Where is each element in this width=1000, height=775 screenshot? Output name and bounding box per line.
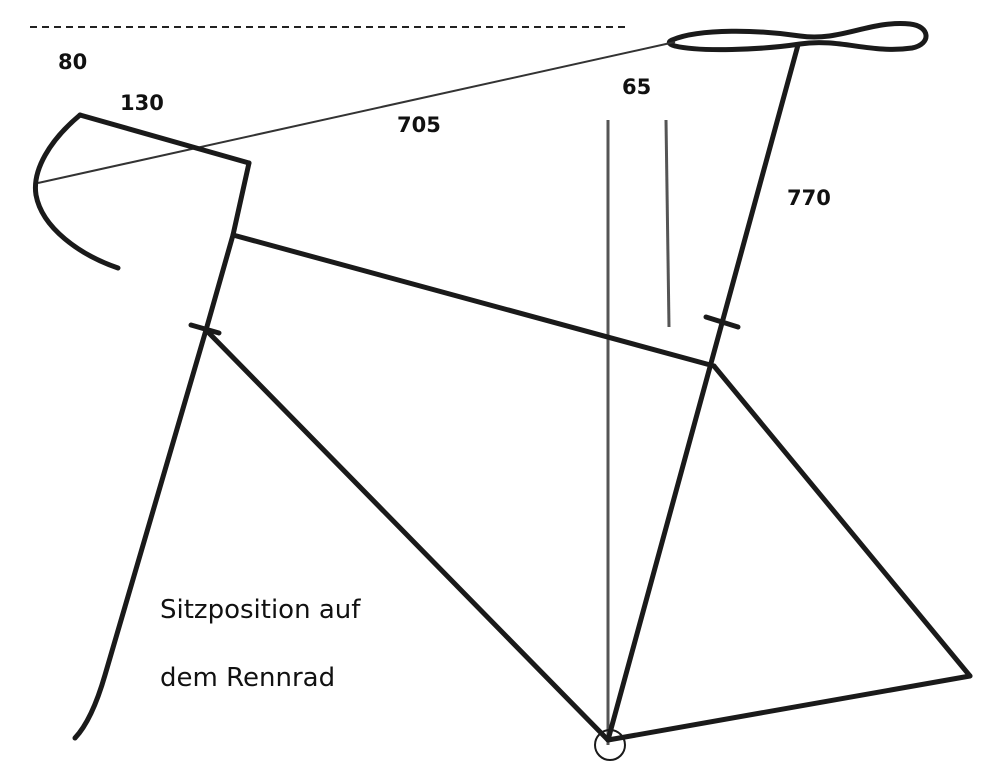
chain-stay xyxy=(605,673,973,743)
headset-tick xyxy=(188,322,222,336)
seat-tube xyxy=(605,42,801,743)
dimension-label-65: 65 xyxy=(622,75,651,99)
setback-plumb-line xyxy=(664,119,671,328)
seat-clamp-tick xyxy=(703,314,741,330)
seat-stay xyxy=(711,363,973,679)
dimension-label-770: 770 xyxy=(787,186,831,210)
saddle-to-bar-line xyxy=(37,41,676,184)
caption-line-1: Sitzposition auf xyxy=(160,595,361,625)
dimension-label-80: 80 xyxy=(58,50,87,74)
saddle xyxy=(666,21,929,53)
head-tube xyxy=(230,160,252,238)
fork xyxy=(72,232,236,741)
top-tube xyxy=(230,232,717,369)
stem xyxy=(77,112,252,166)
bottom-bracket xyxy=(594,729,626,761)
down-tube xyxy=(203,327,611,743)
handlebar xyxy=(32,112,121,271)
dimension-label-705: 705 xyxy=(397,113,441,137)
dimension-label-130: 130 xyxy=(120,91,164,115)
caption-line-2: dem Rennrad xyxy=(160,663,335,693)
